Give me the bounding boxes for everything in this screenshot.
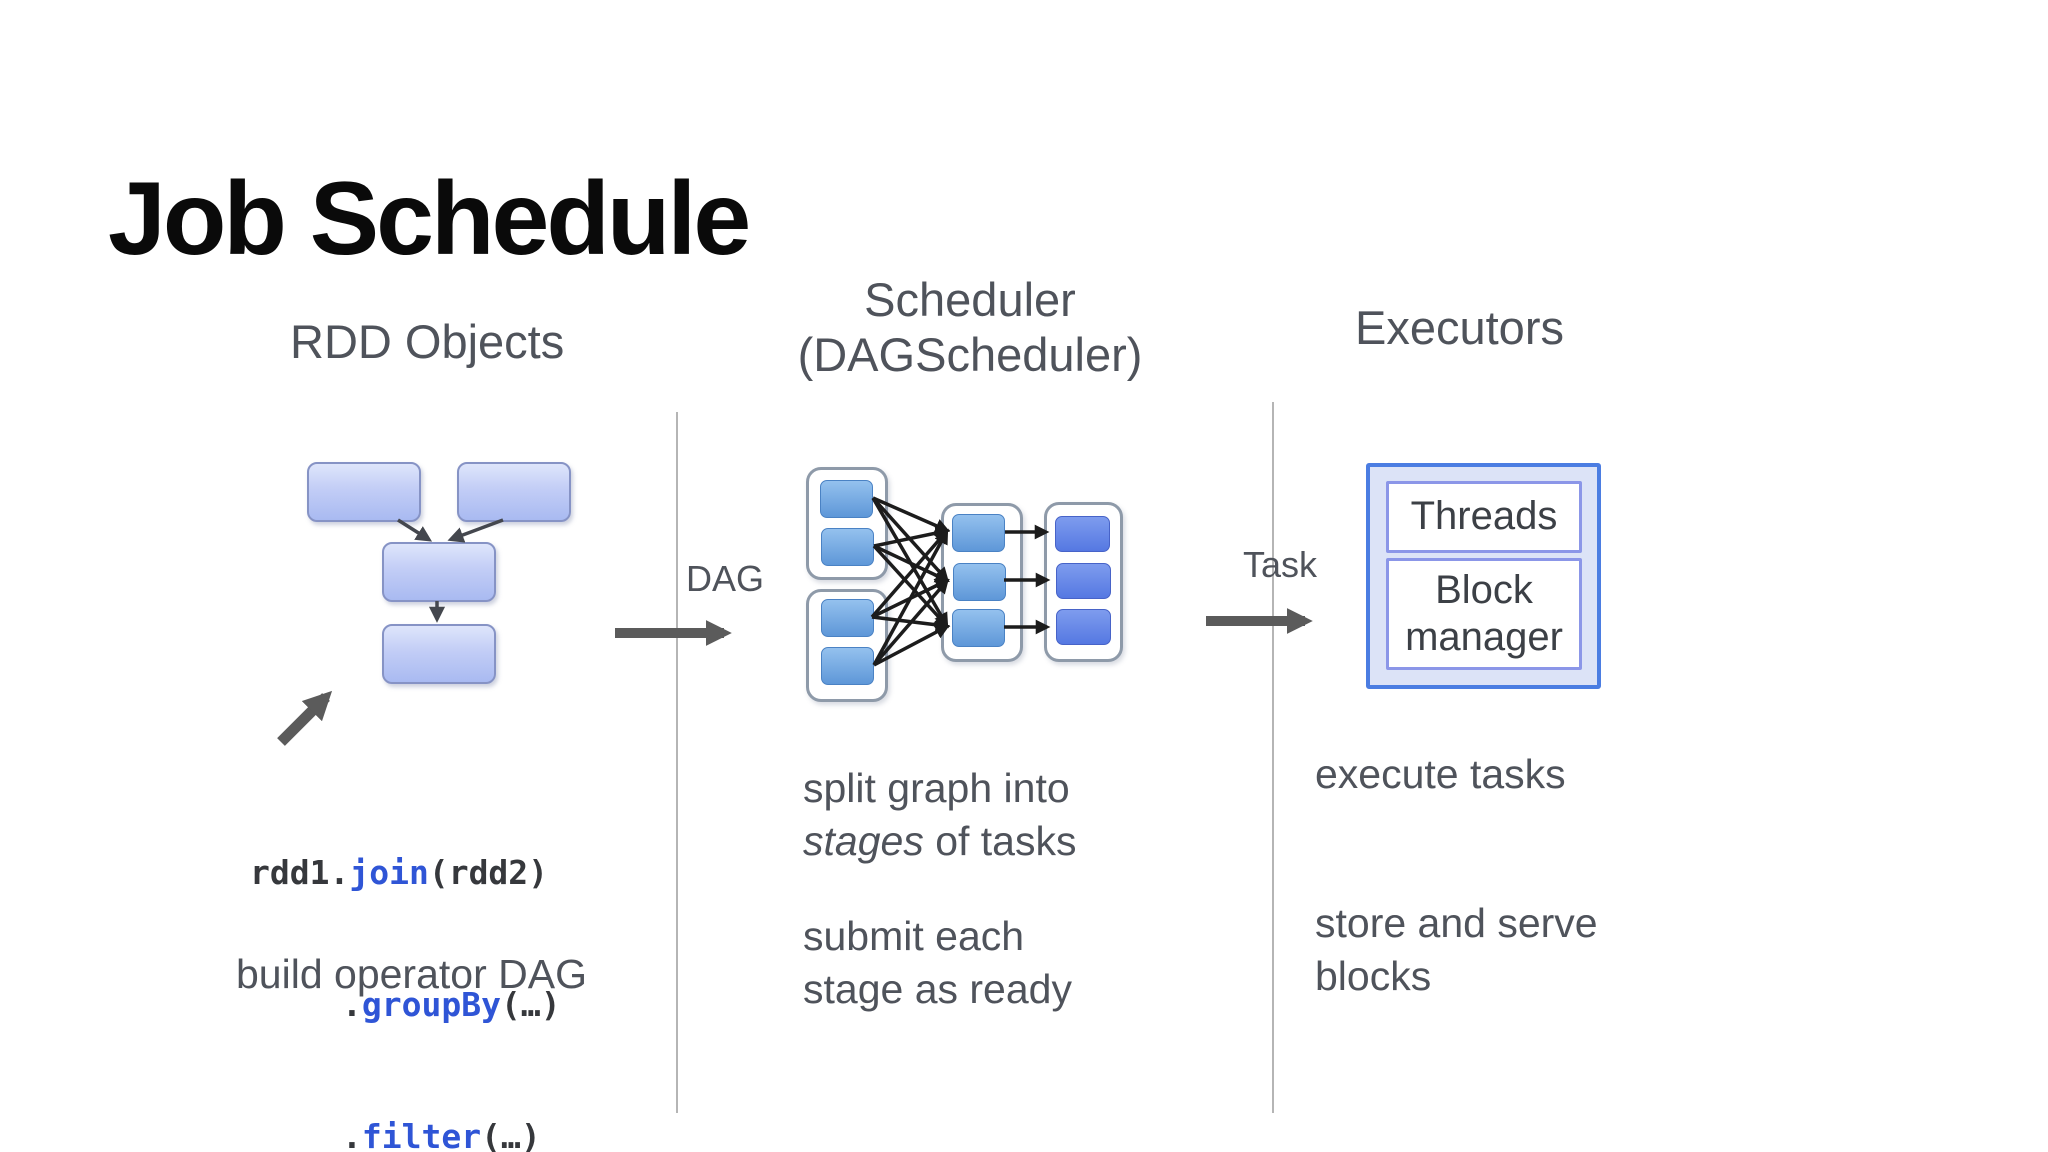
code-token-function: filter: [361, 1117, 482, 1152]
code-line: .filter(…): [250, 1115, 561, 1152]
caption-line: stage as ready: [803, 966, 1072, 1013]
rdd-caption: build operator DAG: [236, 951, 587, 997]
threads-label: Threads: [1410, 494, 1558, 539]
task-box: [952, 609, 1005, 647]
executors-caption-1: execute tasks: [1315, 751, 1566, 797]
caption-line: submit each: [803, 913, 1025, 959]
task-arrow-label: Task: [1243, 544, 1318, 585]
rdd-node-box: [307, 462, 421, 522]
build-dag-arrow-icon: [277, 690, 333, 746]
task-box: [952, 514, 1005, 552]
dag-arrow-label: DAG: [686, 558, 765, 599]
task-box: [1056, 609, 1111, 645]
column-divider-right: [1272, 402, 1274, 1113]
rdd-node-box: [457, 462, 571, 522]
task-box: [1056, 563, 1111, 599]
block-manager-box: Block manager: [1386, 558, 1582, 670]
executors-caption-2: store and serve blocks: [1315, 897, 1598, 1004]
scheduler-heading-line2: (DAGScheduler): [797, 328, 1143, 382]
code-token: (…): [500, 985, 561, 1024]
block-manager-label: Block manager: [1405, 567, 1563, 661]
rdd-node-box: [382, 624, 496, 684]
page-title: Job Schedule: [108, 160, 751, 277]
caption-line: split graph into: [803, 765, 1070, 811]
scheduler-caption-2: submit each stage as ready: [803, 910, 1072, 1017]
column-divider-left: [676, 412, 678, 1113]
stages-italic: stages: [803, 818, 924, 865]
rdd-node-box: [382, 542, 496, 602]
executors-heading: Executors: [1355, 301, 1564, 354]
task-box: [821, 647, 874, 685]
scheduler-heading-line1: Scheduler: [864, 273, 1076, 326]
block-manager-line2: manager: [1405, 615, 1563, 659]
code-token: .: [342, 985, 362, 1024]
code-token: .: [342, 1117, 362, 1152]
code-token: rdd1.: [250, 853, 350, 892]
scheduler-heading: Scheduler (DAGScheduler): [770, 272, 1170, 383]
scheduler-caption-1: split graph into stages of tasks: [803, 762, 1076, 869]
rdd-code-snippet: rdd1.join(rdd2) .groupBy(…) .filter(…) .…: [250, 763, 561, 1152]
task-box: [821, 599, 874, 637]
code-line: rdd1.join(rdd2): [250, 851, 561, 895]
task-box: [1055, 516, 1110, 552]
code-token: (…): [481, 1117, 541, 1152]
task-box: [821, 528, 874, 566]
block-manager-line1: Block: [1435, 567, 1533, 612]
caption-line: store and serve: [1315, 900, 1598, 946]
code-token-function: join: [349, 853, 429, 892]
threads-box: Threads: [1386, 481, 1582, 553]
code-token: (rdd2): [428, 853, 549, 892]
rdd-objects-heading: RDD Objects: [290, 315, 565, 368]
task-box: [820, 480, 873, 518]
code-token-function: groupBy: [361, 985, 501, 1024]
caption-line: blocks: [1315, 953, 1432, 1000]
caption-line: stages of tasks: [803, 815, 1076, 868]
task-box: [953, 563, 1006, 601]
caption-line-rest: of tasks: [923, 818, 1077, 865]
code-line: .groupBy(…): [250, 983, 561, 1027]
